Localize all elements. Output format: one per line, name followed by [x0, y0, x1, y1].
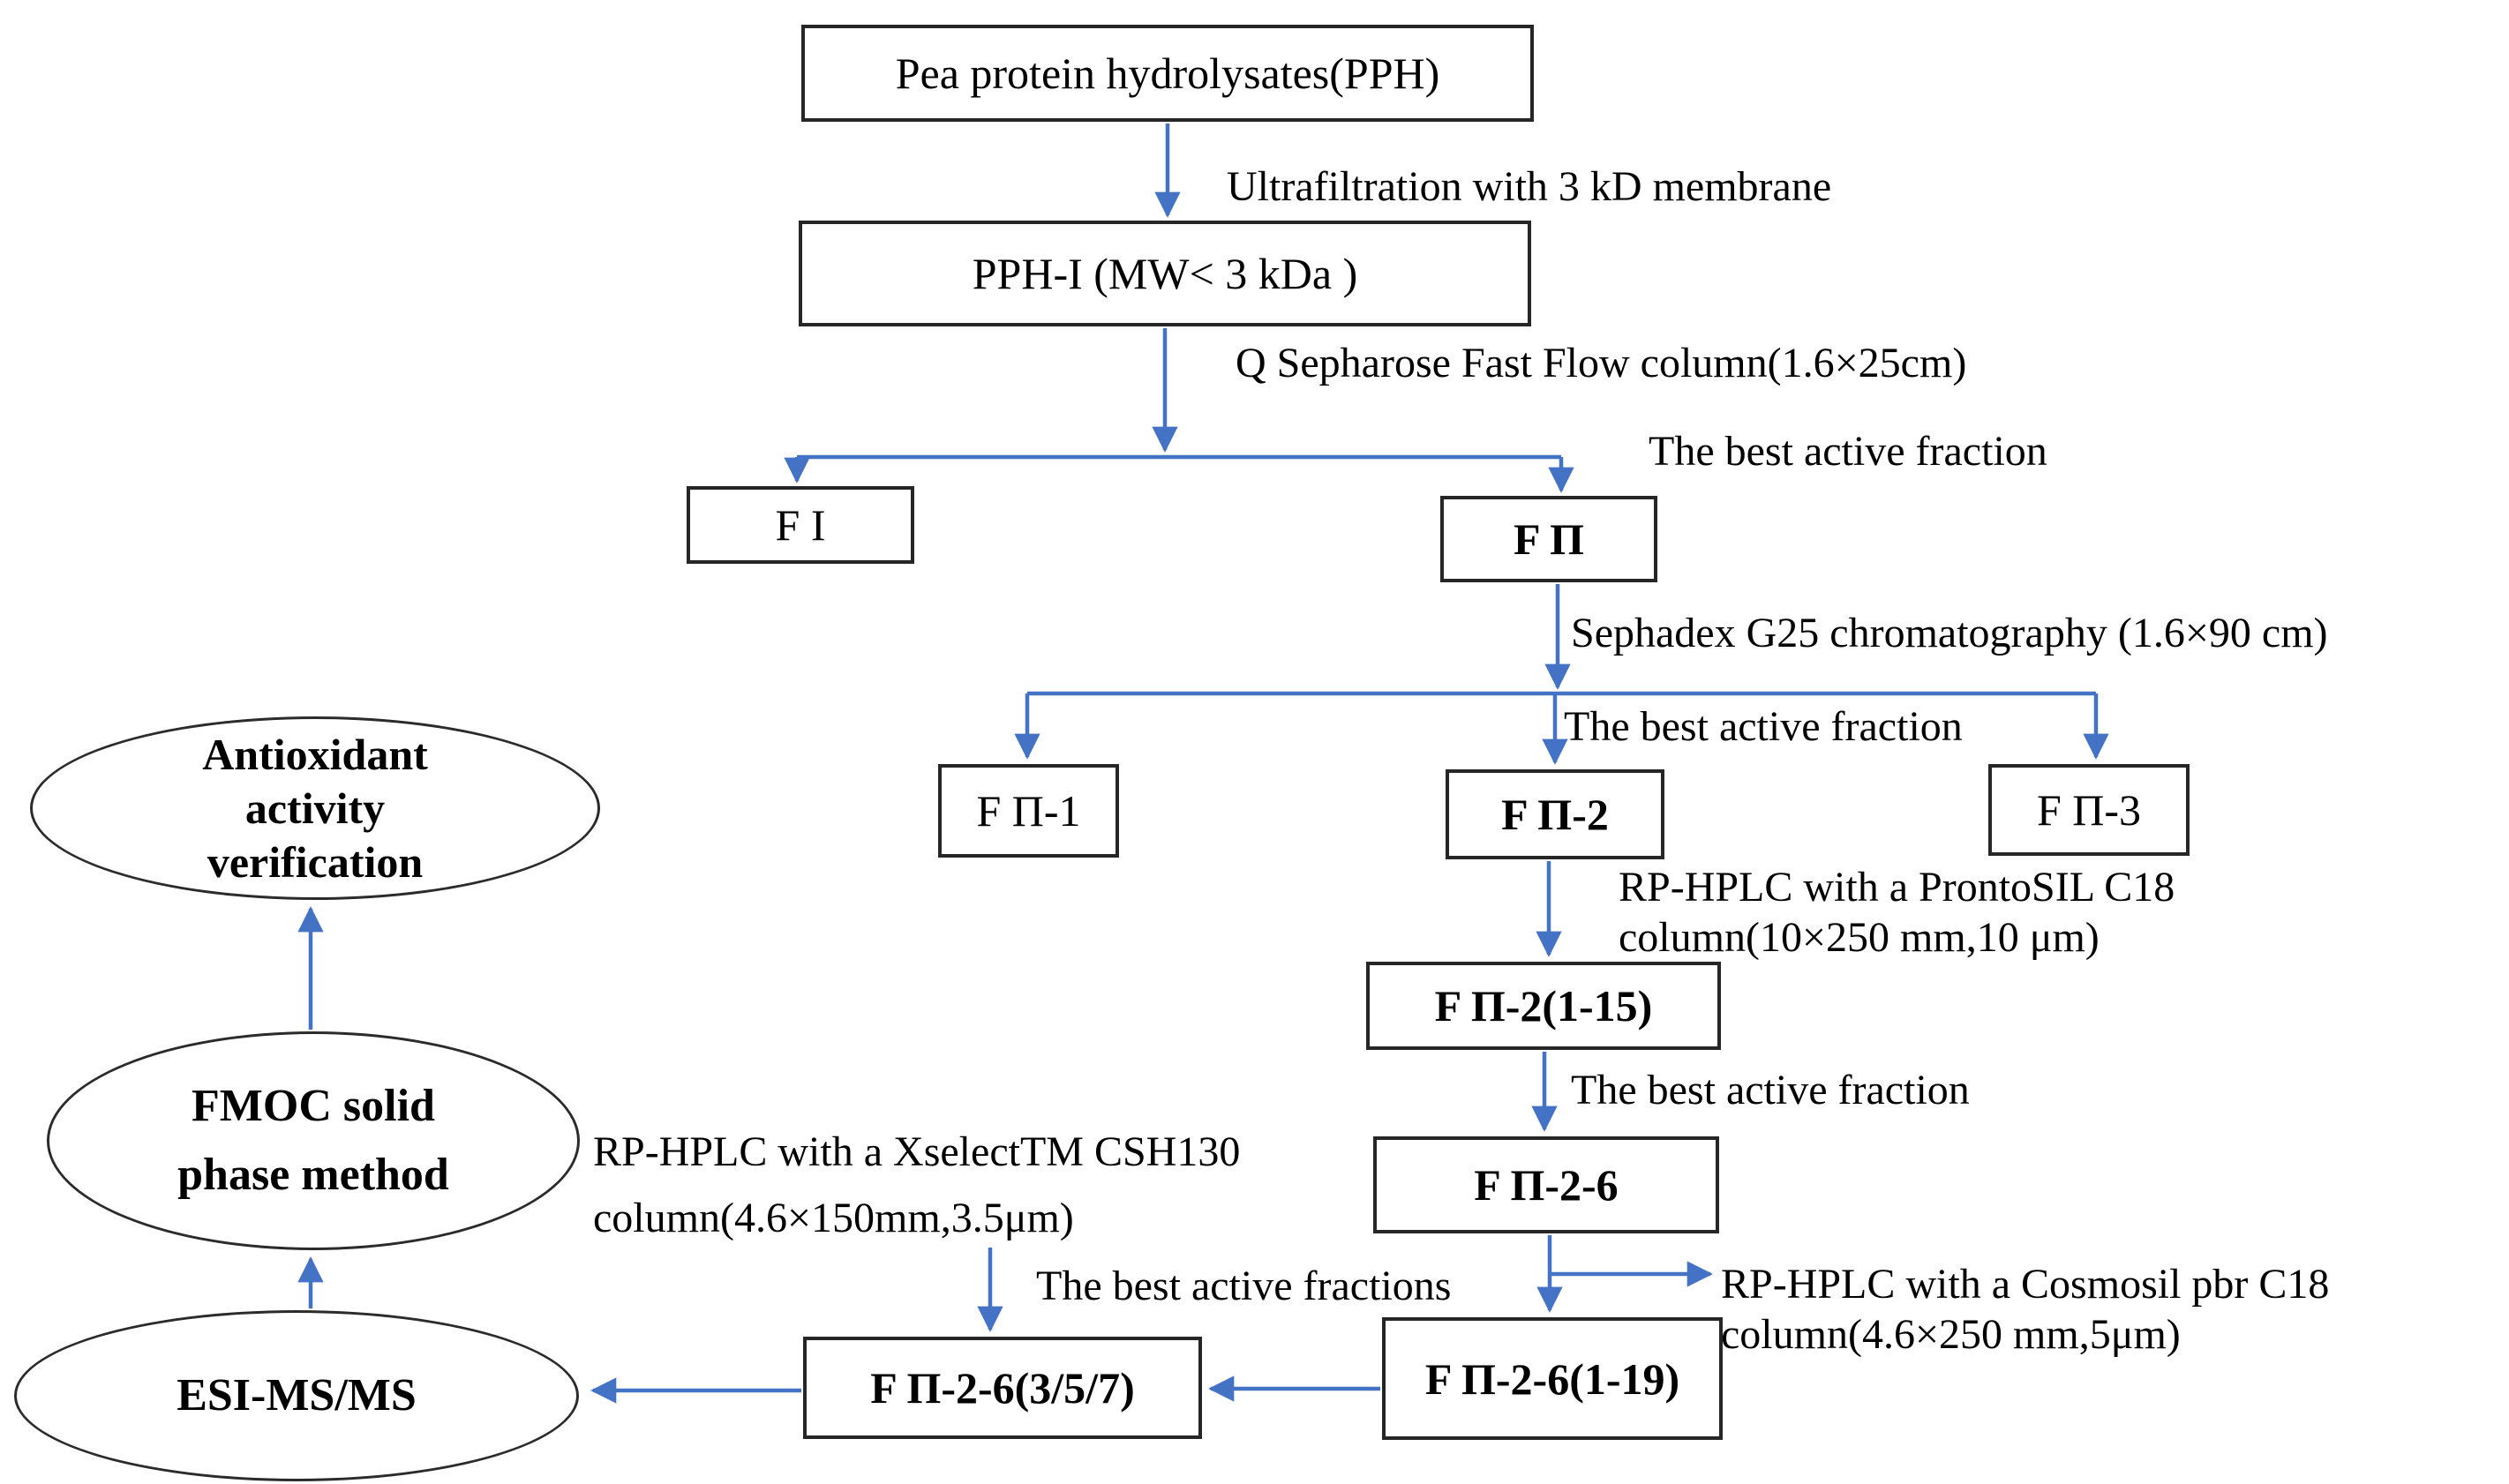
- label-xselect-column: RP-HPLC with a XselectTM CSH130 column(4…: [593, 1128, 1240, 1243]
- ellipse-line: Antioxidant: [202, 729, 428, 779]
- label-best-active-fractions-4: The best active fractions: [1036, 1263, 1452, 1309]
- node-f1: F I: [687, 486, 914, 564]
- node-pph: Pea protein hydrolysates(PPH): [801, 25, 1534, 122]
- ellipse-line: activity: [244, 783, 386, 833]
- label-best-active-fraction-2: The best active fraction: [1564, 703, 1963, 750]
- node-f2-1: F Π-1: [938, 764, 1119, 858]
- label-xselect-line1: RP-HPLC with a XselectTM CSH130: [593, 1128, 1241, 1175]
- label-ultrafiltration: Ultrafiltration with 3 kD membrane: [1227, 163, 1832, 210]
- ellipse-line: ESI-MS/MS: [177, 1369, 417, 1420]
- label-q-sepharose-column: Q Sepharose Fast Flow column(1.6×25cm): [1236, 340, 1967, 386]
- ellipse-line: phase method: [177, 1150, 449, 1200]
- label-cosmosil-line2: column(4.6×250 mm,5μm): [1721, 1310, 2181, 1358]
- label-best-active-fraction-1: The best active fraction: [1649, 428, 2047, 475]
- node-f2: F Π: [1440, 496, 1657, 582]
- ellipse-line: verification: [207, 836, 424, 887]
- ellipse-esi-ms-ms: ESI-MS/MS: [14, 1310, 579, 1481]
- node-pph-i: PPH-I (MW< 3 kDa ): [799, 221, 1531, 326]
- ellipse-line: FMOC solid: [192, 1081, 435, 1131]
- node-f2-2-1-15: F Π-2(1-15): [1366, 962, 1721, 1050]
- node-f2-2-6: F Π-2-6: [1373, 1136, 1719, 1233]
- ellipse-fmoc-solid-phase-method: FMOC solid phase method: [47, 1031, 580, 1250]
- node-f2-2: F Π-2: [1446, 769, 1664, 859]
- label-xselect-line2: column(4.6×150mm,3.5μm): [593, 1194, 1074, 1241]
- ellipse-antioxidant-activity-verification: Antioxidant activity verification: [30, 716, 600, 900]
- label-prontosil-line1: RP-HPLC with a ProntoSIL C18: [1619, 864, 2175, 911]
- node-f2-3: F Π-3: [1988, 764, 2190, 856]
- label-best-active-fraction-3: The best active fraction: [1571, 1067, 1970, 1113]
- label-prontosil-line2: column(10×250 mm,10 μm): [1619, 913, 2100, 961]
- label-prontosil-column: RP-HPLC with a ProntoSIL C18 column(10×2…: [1619, 863, 2175, 963]
- label-cosmosil-line1: RP-HPLC with a Cosmosil pbr C18: [1721, 1261, 2330, 1308]
- label-cosmosil-column: RP-HPLC with a Cosmosil pbr C18 column(4…: [1721, 1260, 2329, 1360]
- node-f2-2-6-3-5-7: F Π-2-6(3/5/7): [803, 1337, 1202, 1439]
- label-sephadex-g25: Sephadex G25 chromatography (1.6×90 cm): [1571, 610, 2328, 656]
- node-f2-2-6-1-19: F Π-2-6(1-19): [1382, 1317, 1723, 1440]
